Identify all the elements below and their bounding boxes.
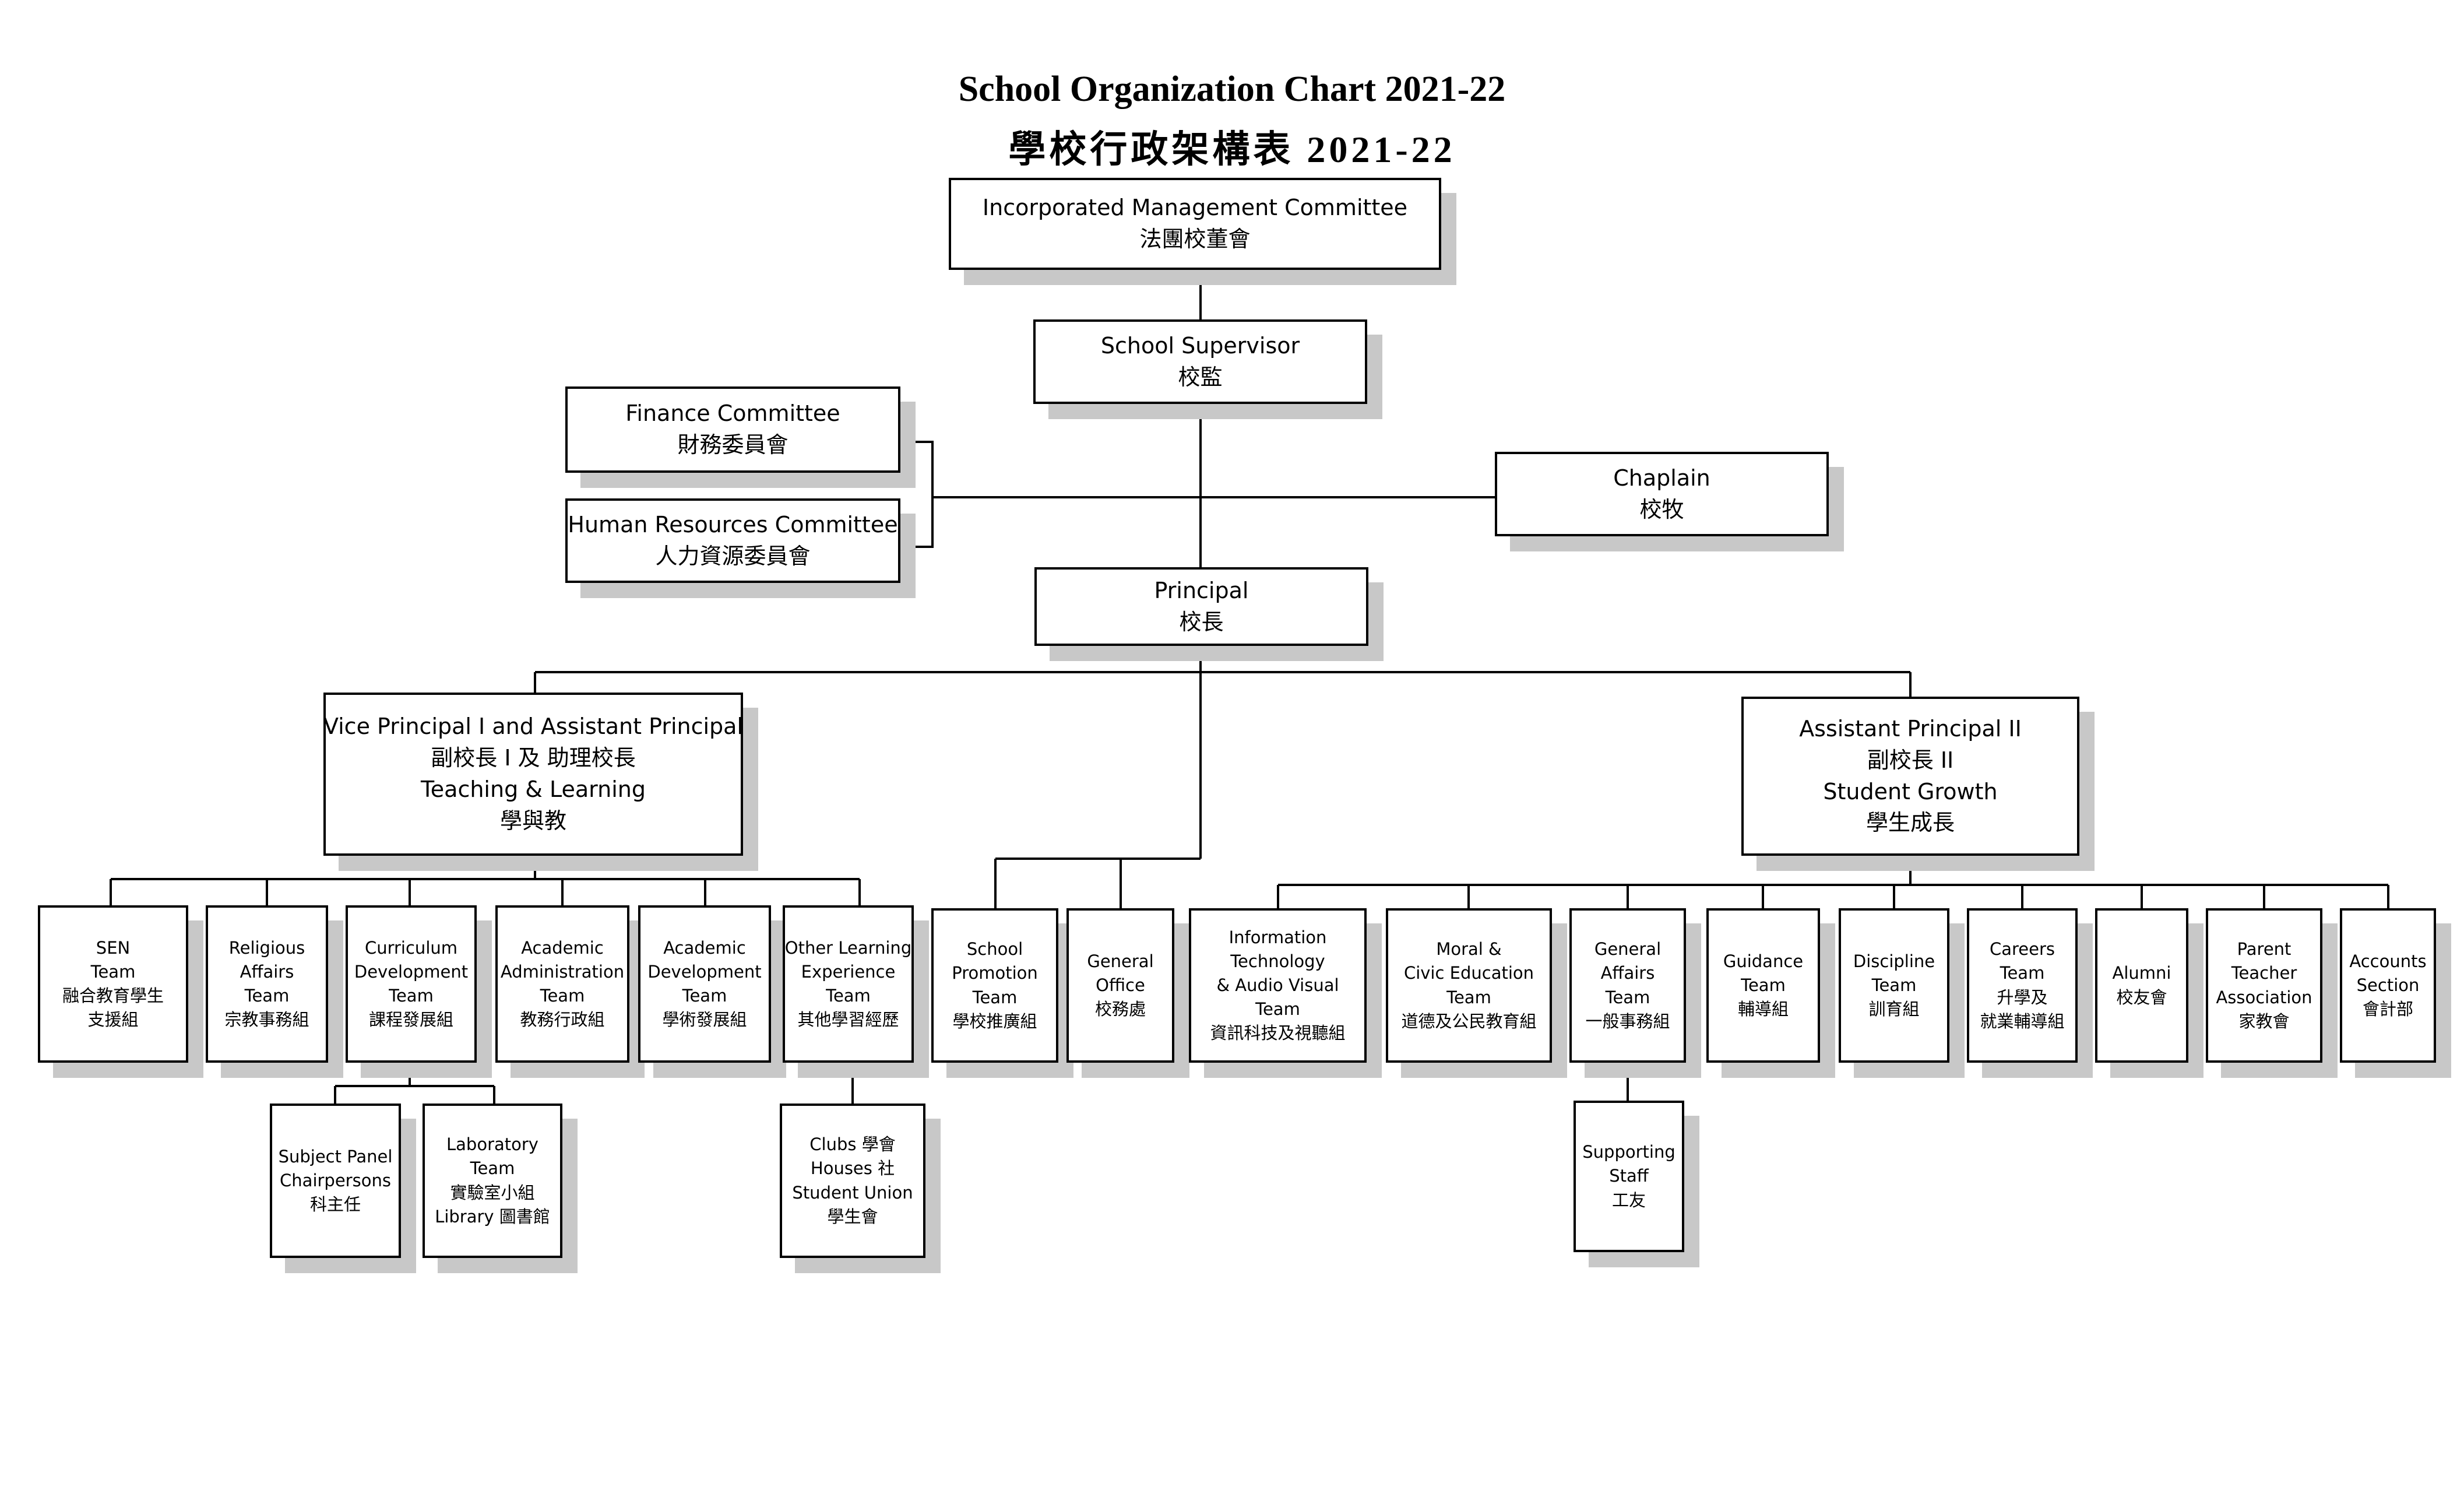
node-vice-principal-1: Vice Principal I and Assistant Principal… [323,693,743,856]
chart-title-en: School Organization Chart 2021-22 [958,69,1506,109]
chart-title-zh: 學校行政架構表 2021-22 [1008,129,1456,170]
